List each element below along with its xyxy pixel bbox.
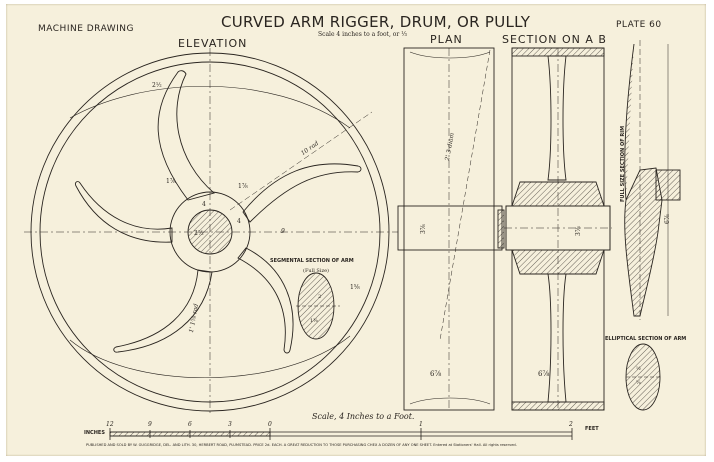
arm-5 <box>75 181 173 243</box>
section-line-ab <box>229 111 373 211</box>
scale-tick-9: 9 <box>148 421 152 428</box>
dim-arm-left: 1⅞ <box>166 178 176 185</box>
scale-note: Scale 4 inches to a foot, or ⅓ <box>318 31 407 38</box>
arm-3 <box>237 247 294 354</box>
dim-section-width: 6⅞ <box>538 370 550 378</box>
web-line-1 <box>69 85 351 129</box>
scale-tick-12: 12 <box>106 421 114 428</box>
dim-segmental-b: 1⅜ <box>310 318 319 324</box>
scale-feet-label: FEET <box>585 426 599 432</box>
dim-hub-top: 4 <box>202 201 206 208</box>
web-line-2 <box>69 335 351 379</box>
dim-hub-side: 4 <box>237 218 241 225</box>
section-arm-bottom <box>547 273 567 403</box>
dim-section-bore: 3⅞ <box>575 226 582 236</box>
arm-1 <box>157 70 215 201</box>
scale-tick-1: 1 <box>419 421 423 428</box>
elliptical-section-shape <box>625 343 661 411</box>
arm-2 <box>242 163 362 223</box>
dim-plan-hub: 3⅞ <box>420 224 427 234</box>
elevation-view <box>24 48 398 414</box>
dim-hub-bore: 2½ <box>194 230 204 237</box>
publisher-footer: PUBLISHED AND SOLD BY W. GUGGRIDGE, DEL.… <box>86 443 517 447</box>
segmental-section-sublabel: (Full Size) <box>303 268 329 274</box>
plate-title: CURVED ARM RIGGER, DRUM, OR PULLY <box>221 13 531 31</box>
segmental-section-label: SEGMENTAL SECTION OF ARM <box>270 258 354 264</box>
scale-bar-caption: Scale, 4 Inches to a Foot. <box>312 412 415 421</box>
plan-hub <box>397 205 503 251</box>
full-size-rim-label: FULL SIZE SECTION OF RIM <box>620 125 626 202</box>
dim-elliptical-b: ⅝ <box>636 380 641 386</box>
scale-tick-3: 3 <box>228 421 232 428</box>
rim-section-view <box>624 40 681 320</box>
section-heading: SECTION ON A B <box>502 33 607 46</box>
elevation-heading: ELEVATION <box>178 37 248 50</box>
dim-segmental-a: 2 <box>318 294 322 300</box>
section-arm-top <box>547 55 567 181</box>
rim-section-shape <box>624 43 663 317</box>
dim-plan-width: 6⅞ <box>430 370 442 378</box>
scale-tick-0: 0 <box>268 421 272 428</box>
dim-arm-right: 1⅞ <box>238 183 248 190</box>
scale-tick-2: 2 <box>569 421 573 428</box>
plate-number: PLATE 60 <box>616 20 662 30</box>
dim-radius-9: 9 <box>281 228 285 235</box>
scale-tick-6: 6 <box>188 421 192 428</box>
machine-drawing-label: MACHINE DRAWING <box>38 24 134 34</box>
arm-4 <box>113 269 213 353</box>
scale-inches-label: INCHES <box>84 430 105 436</box>
dim-elliptical-a: ½ <box>636 366 641 372</box>
plan-view <box>397 47 505 411</box>
scale-bar-graphic <box>109 428 573 440</box>
plan-heading: PLAN <box>430 33 463 46</box>
dim-rim-height: 6⅞ <box>664 214 671 224</box>
dim-top-rim: 2½ <box>152 82 162 89</box>
elliptical-section-label: ELLIPTICAL SECTION OF ARM <box>605 336 687 342</box>
section-view <box>504 47 612 411</box>
dim-segmental-width: 1⅝ <box>350 284 360 291</box>
